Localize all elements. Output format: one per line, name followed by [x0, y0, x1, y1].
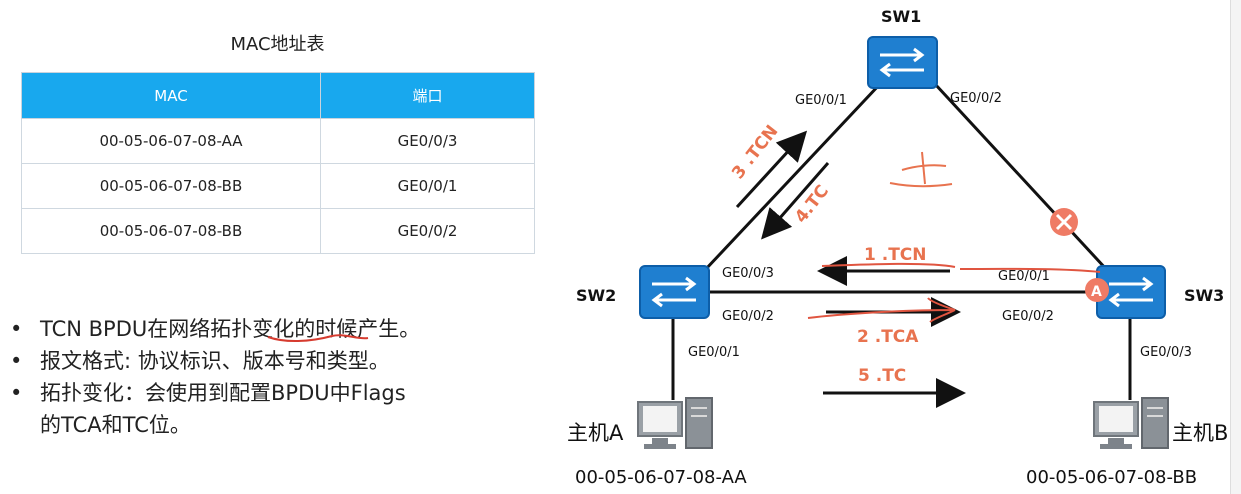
switch-sw1-icon: [867, 36, 938, 89]
right-edge-scrollbar[interactable]: [1230, 0, 1241, 494]
host-b-label: 主机B: [1172, 421, 1228, 445]
step-label-5: 5 .TC: [858, 366, 906, 386]
port-sw2-right-bottom: GE0/0/2: [722, 309, 774, 324]
switch-sw2-icon: [639, 265, 710, 319]
blocked-port-icon: [1050, 208, 1078, 236]
bullet-dot: •: [10, 381, 23, 405]
port-sw2-right-top: GE0/0/3: [722, 266, 774, 281]
bullet-text: 报文格式: 协议标识、版本号和类型。: [40, 349, 390, 373]
port-badge: A: [1085, 278, 1109, 302]
cell-port: GE0/0/2: [320, 208, 535, 254]
step-label-4: 4.TC: [791, 181, 833, 227]
port-sw1-right: GE0/0/2: [950, 91, 1002, 106]
handwritten-stroke: [807, 297, 956, 323]
header-mac: MAC: [21, 72, 321, 119]
table-header-row: MAC 端口: [21, 72, 535, 119]
link-sw1-sw3: [933, 82, 1109, 272]
label-sw1: SW1: [881, 7, 921, 26]
host-a-mac: 00-05-06-07-08-AA: [575, 467, 747, 488]
host-a-label: 主机A: [567, 421, 624, 445]
cell-mac: 00-05-06-07-08-BB: [21, 163, 321, 209]
arrow-step4: [761, 162, 830, 240]
host-a-computer-icon: [637, 397, 713, 449]
bullet-dot: •: [10, 349, 23, 373]
label-sw2: SW2: [576, 286, 616, 305]
handwritten-stroke: [821, 262, 1101, 273]
bullet-text-line: 拓扑变化：会使用到配置BPDU中Flags: [40, 381, 406, 405]
cell-mac: 00-05-06-07-08-BB: [21, 208, 321, 254]
cell-mac: 00-05-06-07-08-AA: [21, 118, 321, 164]
bullet-item: • 拓扑变化：会使用到配置BPDU中Flags 的TCA和TC位。: [10, 377, 555, 441]
bullet-dot: •: [10, 317, 23, 341]
host-b-mac: 00-05-06-07-08-BB: [1026, 467, 1197, 488]
bullet-text-multiline: 拓扑变化：会使用到配置BPDU中Flags 的TCA和TC位。: [40, 377, 555, 441]
cell-port: GE0/0/3: [320, 118, 535, 164]
port-sw3-left-top: GE0/0/1: [998, 269, 1050, 284]
step-label-1: 1 .TCN: [864, 245, 927, 265]
handwritten-mark: [889, 151, 953, 188]
bullet-text-line: 的TCA和TC位。: [40, 413, 191, 437]
table-row: 00-05-06-07-08-AA GE0/0/3: [21, 118, 535, 164]
label-sw3: SW3: [1184, 286, 1224, 305]
mac-address-table: MAC 端口 00-05-06-07-08-AA GE0/0/3 00-05-0…: [21, 72, 535, 254]
port-badge-label: A: [1091, 284, 1102, 300]
port-sw2-down: GE0/0/1: [688, 345, 740, 360]
bullet-list: • TCN BPDU在网络拓扑变化的时候产生。 • 报文格式: 协议标识、版本号…: [10, 313, 555, 441]
port-sw3-down: GE0/0/3: [1140, 345, 1192, 360]
header-port: 端口: [320, 72, 535, 119]
bullet-item: • 报文格式: 协议标识、版本号和类型。: [10, 345, 555, 377]
port-sw1-left: GE0/0/1: [795, 93, 847, 108]
port-sw3-left-bottom: GE0/0/2: [1002, 309, 1054, 324]
step-label-3: 3 .TCN: [728, 122, 782, 184]
handwritten-underline: [267, 334, 369, 343]
link-sw1-sw2: [703, 82, 882, 272]
mac-table-title: MAC地址表: [230, 34, 325, 55]
arrow-step3: [735, 130, 808, 209]
table-row: 00-05-06-07-08-BB GE0/0/2: [21, 208, 535, 254]
host-b-computer-icon: [1093, 397, 1169, 449]
step-label-2: 2 .TCA: [857, 327, 919, 347]
